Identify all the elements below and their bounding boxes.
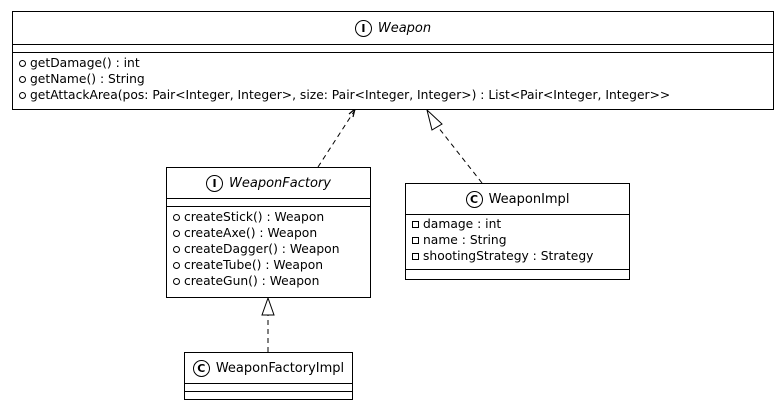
weaponimpl-attributes: damage : int name : String shootingStrat…: [406, 215, 629, 270]
public-visibility-icon: [173, 277, 180, 285]
private-visibility-icon: [412, 236, 419, 244]
public-visibility-icon: [19, 75, 26, 83]
public-visibility-icon: [173, 213, 180, 221]
weaponfactoryimpl-name: WeaponFactoryImpl: [215, 360, 345, 376]
method-signature: createAxe() : Weapon: [184, 226, 318, 240]
weaponfactoryimpl-class-box: C WeaponFactoryImpl: [184, 352, 353, 400]
public-visibility-icon: [173, 245, 180, 253]
attribute-row: damage : int: [412, 216, 629, 232]
public-visibility-icon: [19, 59, 26, 67]
method-signature: getAttackArea(pos: Pair<Integer, Integer…: [30, 88, 671, 102]
weapon-attributes-compartment: [13, 45, 773, 53]
attribute-row: name : String: [412, 232, 629, 248]
attribute-row: shootingStrategy : Strategy: [412, 248, 629, 264]
private-visibility-icon: [412, 220, 419, 228]
weaponimpl-header: C WeaponImpl: [406, 184, 629, 215]
class-icon: C: [465, 190, 483, 208]
method-signature: createGun() : Weapon: [184, 274, 320, 288]
method-signature: getDamage() : int: [30, 56, 140, 70]
weaponfactory-methods: createStick() : Weapon createAxe() : Wea…: [167, 207, 370, 289]
weaponfactory-name: WeaponFactory: [229, 175, 331, 191]
method-row: getDamage() : int: [19, 55, 773, 71]
interface-icon: I: [354, 19, 372, 37]
public-visibility-icon: [19, 91, 26, 99]
method-signature: createTube() : Weapon: [184, 258, 324, 272]
public-visibility-icon: [173, 261, 180, 269]
weapon-methods: getDamage() : int getName() : String get…: [13, 53, 773, 103]
method-row: createTube() : Weapon: [173, 257, 370, 273]
dependency-weaponfactory-weapon: [317, 107, 357, 168]
weaponimpl-class-box: C WeaponImpl damage : int name : String …: [405, 183, 630, 280]
method-row: createGun() : Weapon: [173, 273, 370, 289]
method-row: createStick() : Weapon: [173, 209, 370, 225]
class-icon: C: [192, 359, 210, 377]
method-signature: createStick() : Weapon: [184, 210, 325, 224]
method-signature: getName() : String: [30, 72, 145, 86]
method-row: createDagger() : Weapon: [173, 241, 370, 257]
weaponfactoryimpl-header: C WeaponFactoryImpl: [185, 353, 352, 384]
method-signature: createDagger() : Weapon: [184, 242, 340, 256]
weaponfactory-header: I WeaponFactory: [167, 168, 370, 199]
weapon-interface-box: I Weapon getDamage() : int getName() : S…: [12, 11, 774, 110]
method-row: getName() : String: [19, 71, 773, 87]
realization-weaponimpl-weapon: [426, 108, 483, 184]
weaponimpl-name: WeaponImpl: [488, 191, 570, 207]
weaponfactory-interface-box: I WeaponFactory createStick() : Weapon c…: [166, 167, 371, 298]
weaponfactoryimpl-attributes-compartment: [185, 384, 352, 392]
weaponfactory-attributes-compartment: [167, 199, 370, 207]
method-row: getAttackArea(pos: Pair<Integer, Integer…: [19, 87, 773, 103]
interface-icon: I: [206, 174, 224, 192]
realization-weaponfactoryimpl-weaponfactory: [261, 296, 275, 352]
weapon-header: I Weapon: [13, 12, 773, 45]
attribute-text: damage : int: [423, 217, 502, 231]
method-row: createAxe() : Weapon: [173, 225, 370, 241]
weapon-name: Weapon: [377, 20, 432, 36]
attribute-text: shootingStrategy : Strategy: [423, 249, 594, 263]
private-visibility-icon: [412, 252, 419, 260]
public-visibility-icon: [173, 229, 180, 237]
attribute-text: name : String: [423, 233, 507, 247]
